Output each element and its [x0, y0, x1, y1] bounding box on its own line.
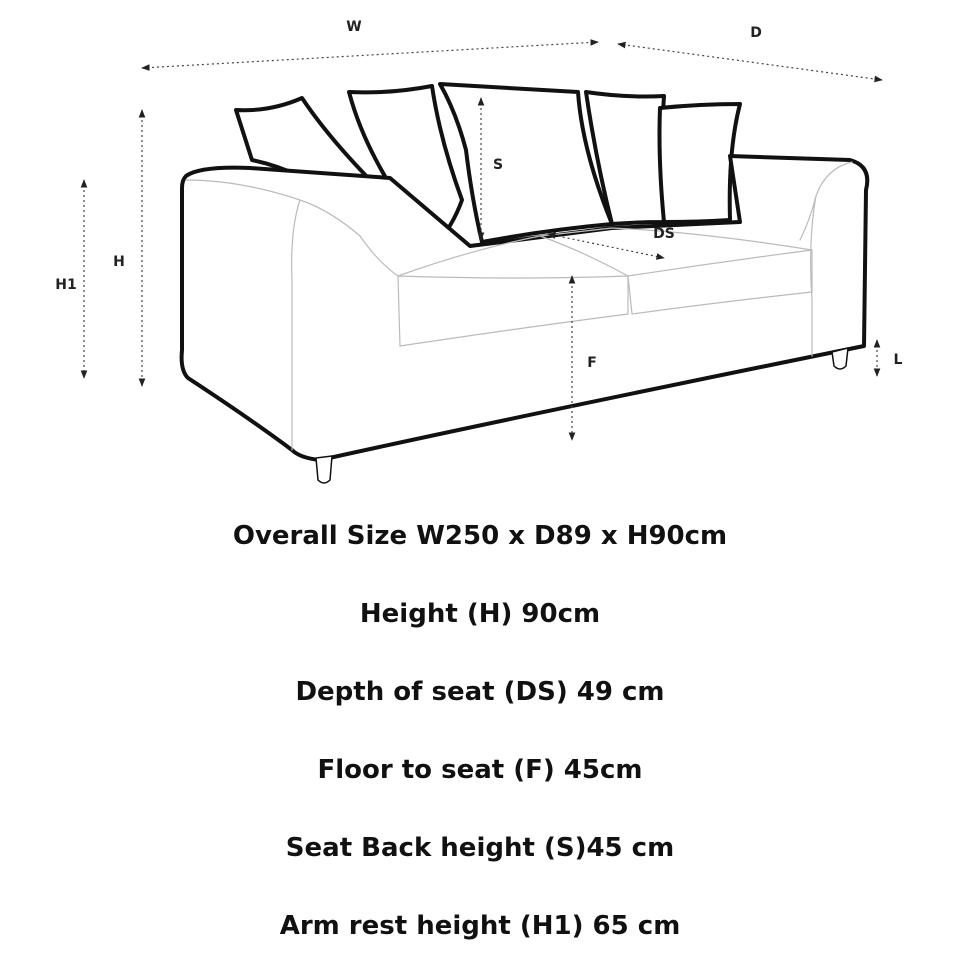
back-cushion-2: [347, 84, 464, 248]
spec-floor-to-seat: Floor to seat (F) 45cm: [317, 755, 643, 785]
sofa-leg-front: [315, 455, 333, 484]
back-cushion-3: [438, 82, 614, 244]
dimension-spec-list: Overall Size W250 x D89 x H90cm Height (…: [0, 510, 960, 978]
label-h: H: [113, 254, 125, 270]
spec-seat-back-height: Seat Back height (S)45 cm: [285, 833, 675, 863]
label-f: F: [587, 355, 597, 371]
label-h1: H1: [55, 277, 76, 293]
spec-height: Height (H) 90cm: [359, 599, 601, 629]
sofa-illustration: [179, 82, 870, 484]
label-ds: DS: [653, 226, 675, 242]
label-l: L: [894, 352, 903, 368]
spec-arm-rest-height: Arm rest height (H1) 65 cm: [279, 911, 681, 941]
dimension-lines: [80, 39, 883, 441]
dimension-labels: W D H H1 S DS F L: [55, 19, 902, 371]
label-s: S: [493, 157, 503, 173]
seat-cushion-right: [627, 249, 813, 315]
label-d: D: [750, 25, 762, 41]
sofa-leg-right: [831, 347, 849, 370]
label-w: W: [346, 19, 361, 35]
sofa-body: [179, 154, 870, 462]
spec-overall-size: Overall Size W250 x D89 x H90cm: [232, 521, 728, 551]
spec-seat-depth: Depth of seat (DS) 49 cm: [295, 677, 665, 707]
seat-cushion-left: [397, 275, 629, 347]
back-cushion-5: [657, 102, 742, 224]
sofa-dimension-diagram: W D H H1 S DS F L: [55, 19, 903, 484]
